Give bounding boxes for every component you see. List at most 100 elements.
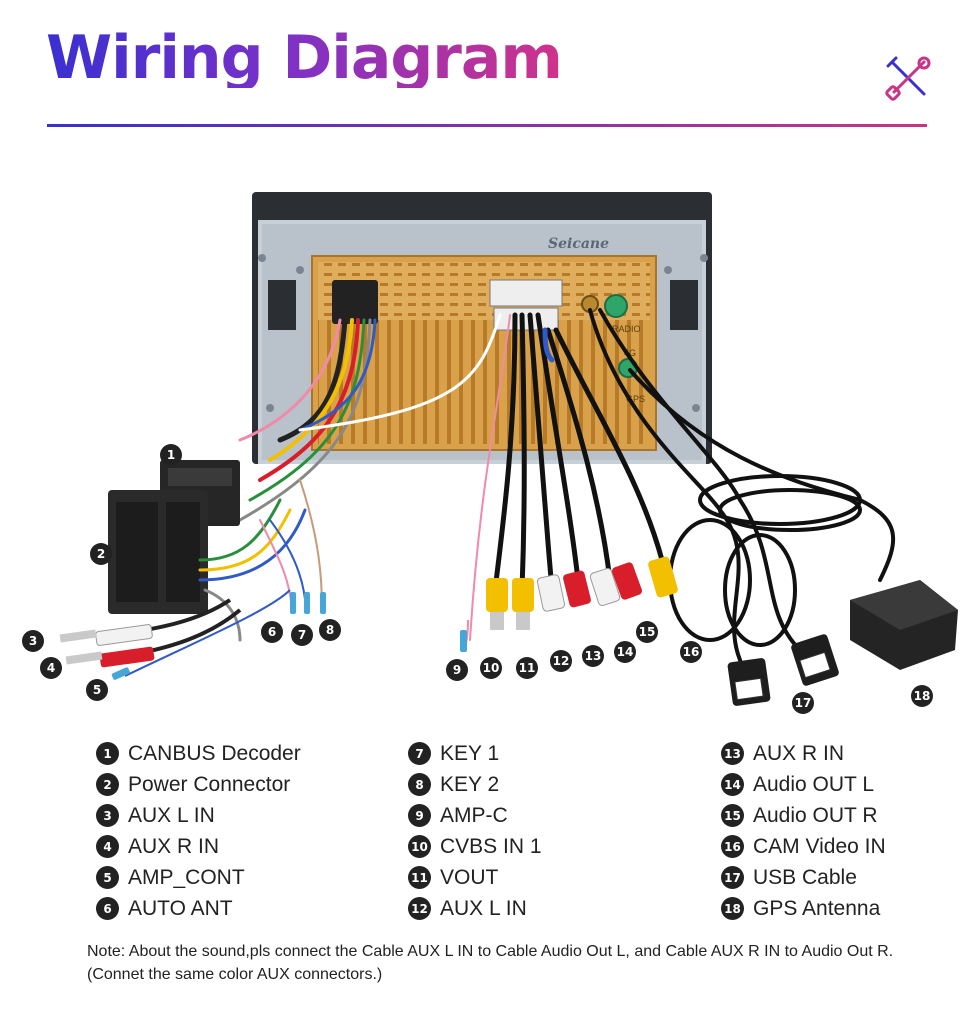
power-socket [332,280,378,324]
legend-item: 3 AUX L IN [96,800,301,831]
rca-aux-r-in [563,570,591,608]
legend-number: 7 [408,742,431,765]
callout-16: 16 [680,641,702,663]
legend-label: AUX R IN [128,834,220,858]
rca-audio-out-l [589,567,621,607]
callout-15: 15 [636,621,658,643]
svg-text:11: 11 [519,661,536,675]
svg-text:8: 8 [326,623,334,637]
radio-label: RADIO [612,324,641,334]
svg-text:5: 5 [93,683,101,697]
4g-label: 4G [624,348,636,358]
legend-item: 12 AUX L IN [408,893,542,924]
callout-10: 10 [480,657,502,679]
legend-label: CANBUS Decoder [128,741,301,765]
legend-label: AUX L IN [440,896,527,920]
usb-connectors [727,634,839,706]
callout-17: 17 [792,692,814,714]
svg-text:6: 6 [268,625,276,639]
svg-text:9: 9 [453,663,461,677]
legend-item: 4 AUX R IN [96,831,301,862]
amp-cont-wire [111,589,291,680]
rca-cam-video-in [648,556,678,598]
legend-column-1: 1 CANBUS Decoder 2 Power Connector 3 AUX L … [96,738,301,924]
legend-number: 12 [408,897,431,920]
svg-text:1: 1 [167,448,175,462]
svg-text:13: 13 [585,649,602,663]
legend-label: USB Cable [753,865,857,889]
callout-4: 4 [40,657,62,679]
callout-12: 12 [550,650,572,672]
legend-number: 15 [721,804,744,827]
callout-11: 11 [516,657,538,679]
svg-text:10: 10 [483,661,500,675]
svg-text:17: 17 [795,696,812,710]
legend-label: AUX L IN [128,803,215,827]
svg-text:15: 15 [639,625,656,639]
legend-number: 17 [721,866,744,889]
data-socket-top [489,279,563,307]
legend-label: GPS Antenna [753,896,881,920]
wiring-diagram: Seicane RADIO 4G GPS [22,192,958,714]
power-connector [108,490,208,614]
gps-antenna [850,580,958,670]
rca-aux-l-in [536,574,566,612]
rca-audio-out-r [611,562,643,600]
callout-8: 8 [319,619,341,641]
svg-text:16: 16 [683,645,700,659]
callout-7: 7 [291,624,313,646]
svg-text:2: 2 [97,547,105,561]
gps-label: GPS [626,394,645,404]
note-text: Note: About the sound,pls connect the Ca… [87,943,894,983]
legend-label: Audio OUT L [753,772,875,796]
legend-item: 5 AMP_CONT [96,862,301,893]
radio-socket [604,294,628,318]
legend-number: 8 [408,773,431,796]
legend-number: 4 [96,835,119,858]
legend-number: 11 [408,866,431,889]
legend-label: AUTO ANT [128,896,233,920]
legend-number: 2 [96,773,119,796]
legend-label: KEY 2 [440,772,500,796]
svg-text:14: 14 [617,645,634,659]
legend-number: 5 [96,866,119,889]
legend-item: 15 Audio OUT R [721,800,886,831]
rca-vout [512,578,534,630]
title-divider [47,124,927,127]
legend-item: 8 KEY 2 [408,769,542,800]
wire-tips-6-7-8 [290,592,326,614]
callout-2: 2 [90,543,112,565]
callout-14: 14 [614,641,636,663]
legend-label: AUX R IN [753,741,845,765]
rca-aux-left [59,598,232,646]
wire-bundle-power [238,317,377,522]
legend-item: 14 Audio OUT L [721,769,886,800]
legend-label: Power Connector [128,772,291,796]
callout-9: 9 [446,659,468,681]
legend-item: 2 Power Connector [96,769,301,800]
legend-number: 1 [96,742,119,765]
callout-3: 3 [22,630,44,652]
legend-number: 13 [721,742,744,765]
legend-number: 14 [721,773,744,796]
legend-column-3: 13 AUX R IN 14 Audio OUT L 15 Audio OUT R 1… [721,738,886,924]
legend-label: AMP_CONT [128,865,245,889]
legend-label: CVBS IN 1 [440,834,542,858]
legend-label: Audio OUT R [753,803,878,827]
tools-icon [885,56,931,101]
callout-13: 13 [582,645,604,667]
legend-item: 13 AUX R IN [721,738,886,769]
legend-number: 3 [96,804,119,827]
callout-1: 1 [160,444,182,466]
rca-aux-right [65,608,242,668]
legend-label: AMP-C [440,803,508,827]
svg-text:7: 7 [298,628,306,642]
